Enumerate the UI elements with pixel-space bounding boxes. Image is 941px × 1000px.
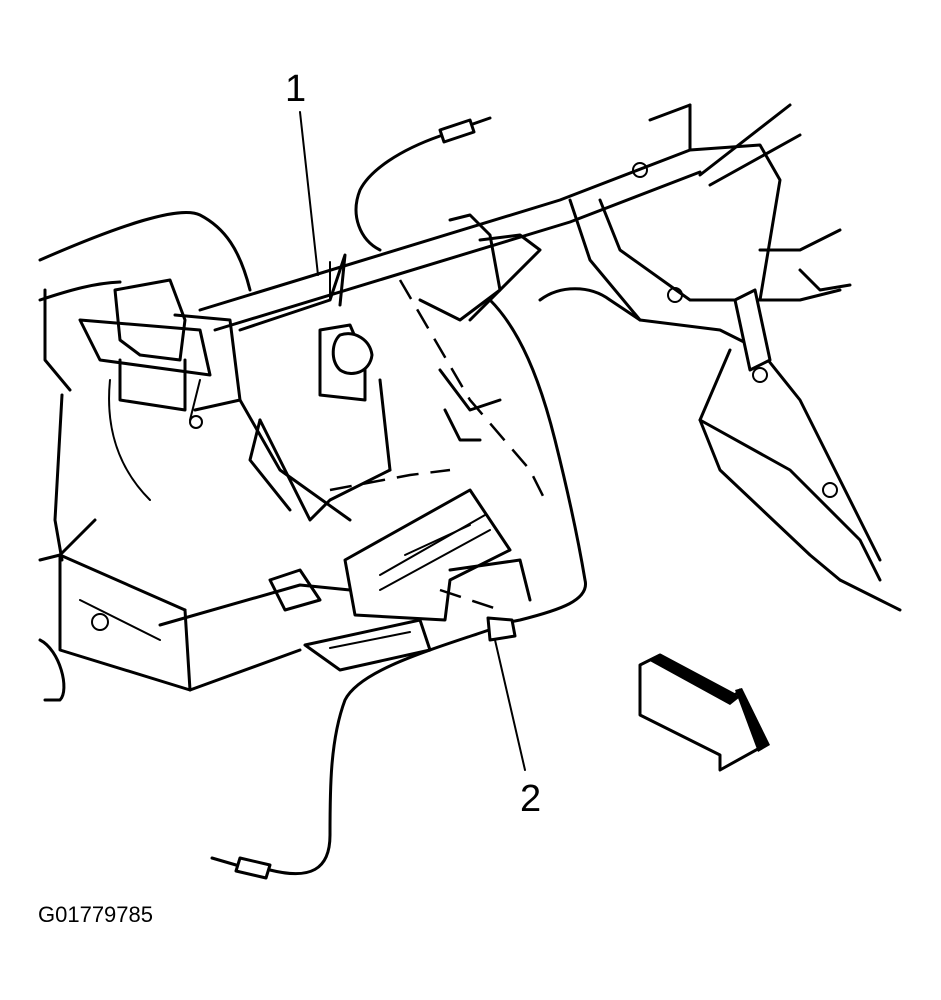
left-mount-bracket	[78, 278, 242, 429]
callout-2: 2	[520, 778, 542, 820]
left-body-structure	[38, 211, 252, 702]
right-body-structure	[538, 103, 902, 612]
lower-rail	[158, 568, 352, 692]
direction-arrow-icon	[638, 653, 770, 772]
guide-lines	[329, 279, 547, 612]
parking-brake-cable	[210, 116, 587, 880]
center-support	[238, 213, 542, 522]
figure-id-label: G01779785	[38, 902, 153, 927]
leader-lines	[299, 111, 526, 771]
callout-1: 1	[285, 68, 307, 110]
